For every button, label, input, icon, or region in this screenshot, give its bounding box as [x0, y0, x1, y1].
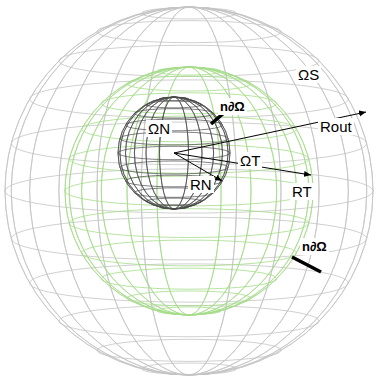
wire-line [11, 122, 366, 165]
wire-line [101, 268, 276, 289]
wire-line [146, 101, 202, 108]
wire-line [59, 306, 319, 337]
wire-line [120, 161, 228, 174]
wire-line [5, 7, 373, 375]
outer-sphere-wireframe [5, 7, 373, 375]
radius-label: RN [188, 176, 214, 193]
wire-line [101, 67, 276, 315]
wire-line [11, 7, 366, 375]
wire-line [141, 7, 236, 375]
wire-line [127, 76, 251, 91]
wire-line [157, 67, 221, 315]
wire-line [118, 97, 230, 209]
wire-line [59, 7, 319, 375]
wire-line [59, 45, 319, 76]
wire-line [141, 363, 236, 374]
wire-line [126, 119, 223, 131]
wire-line [134, 109, 213, 119]
wire-line [141, 7, 236, 375]
wire-line [157, 67, 221, 315]
wire-line [127, 67, 251, 315]
wire-line [97, 7, 281, 375]
radius-label: RT [290, 183, 314, 200]
wire-line [65, 67, 313, 315]
wire-line [97, 339, 281, 361]
region-label: ΩS [296, 66, 321, 83]
wire-line [118, 97, 230, 209]
wire-line [127, 67, 251, 315]
wire-line [97, 21, 281, 43]
wire-line [11, 217, 366, 260]
wire-line [69, 67, 309, 315]
wire-line [101, 67, 276, 315]
radius-arrows [174, 106, 366, 272]
wire-line [5, 7, 373, 375]
wire-line [157, 67, 221, 75]
wire-line [65, 67, 313, 315]
wire-line [120, 97, 228, 209]
wire-line [101, 93, 276, 114]
normal-label: n∂Ω [300, 238, 329, 255]
wire-line [146, 198, 202, 205]
region-label: ΩN [146, 120, 172, 137]
inner-sphere-wireframe [118, 97, 230, 209]
radius-label: Rout [318, 118, 354, 135]
wire-line [126, 97, 223, 209]
wire-line [82, 67, 297, 315]
wire-line [82, 67, 297, 315]
wire-line [97, 7, 281, 375]
normal-vector [292, 257, 321, 272]
wire-line [30, 264, 349, 302]
wire-line [65, 176, 313, 206]
wire-line [127, 291, 251, 306]
wire-line [157, 307, 221, 315]
wire-line [120, 132, 228, 145]
radius-arrow [174, 153, 311, 175]
transition-sphere-wireframe [65, 67, 313, 315]
wire-line [30, 7, 349, 375]
region-label: ΩT [238, 152, 262, 169]
wire-line [82, 240, 297, 266]
wire-line [11, 7, 366, 375]
wire-line [82, 116, 297, 142]
wire-line [30, 7, 349, 375]
wire-line [141, 8, 236, 19]
normal-label: n∂Ω [218, 98, 247, 115]
wire-line [69, 209, 309, 238]
wire-line [69, 67, 309, 315]
wire-line [59, 7, 319, 375]
wire-line [126, 97, 223, 209]
radius-arrow [174, 112, 366, 153]
wire-line [120, 97, 228, 209]
